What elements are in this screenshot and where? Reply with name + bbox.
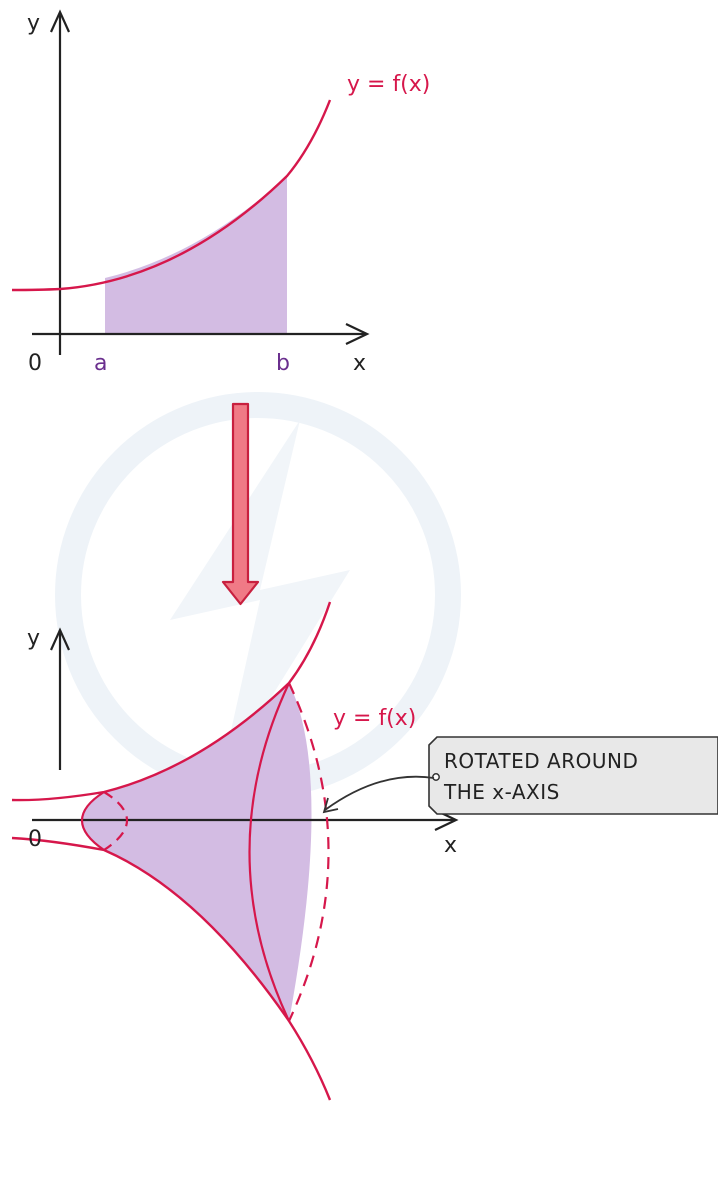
bottom-graph: y 0 x y = f(x) ROTATED AROUND THE x-AXIS xyxy=(11,601,718,1101)
callout-line-2: THE x-AXIS xyxy=(443,780,560,804)
solid-of-revolution-fill xyxy=(82,683,312,1021)
top-curve-label: y = f(x) xyxy=(347,72,430,97)
top-origin-label: 0 xyxy=(28,351,42,376)
rotation-callout: ROTATED AROUND THE x-AXIS xyxy=(322,736,718,815)
bottom-origin-label: 0 xyxy=(28,827,42,852)
callout-pointer-arrow xyxy=(324,775,435,811)
callout-pointer-arrowhead xyxy=(322,797,339,814)
top-y-arrowhead xyxy=(49,9,71,33)
callout-box xyxy=(428,736,718,815)
top-graph: y 0 x a b y = f(x) xyxy=(11,9,430,376)
top-curve xyxy=(11,99,332,292)
right-cross-section-back xyxy=(288,682,330,1022)
top-lower-bound-label: a xyxy=(94,351,107,376)
bottom-lower-curve xyxy=(11,836,332,1101)
top-y-label: y xyxy=(27,11,40,36)
top-x-arrowhead xyxy=(345,323,370,345)
bottom-upper-curve xyxy=(11,601,332,802)
callout-anchor-dot xyxy=(432,773,440,781)
bottom-y-label: y xyxy=(27,626,40,651)
down-arrow-icon xyxy=(221,402,260,606)
right-cross-section-front xyxy=(248,682,290,1022)
top-x-label: x xyxy=(353,351,366,376)
bottom-curve-label: y = f(x) xyxy=(333,706,416,731)
bottom-x-label: x xyxy=(444,833,457,858)
left-cross-section-front xyxy=(80,791,105,851)
callout-line-1: ROTATED AROUND xyxy=(444,749,638,773)
top-upper-bound-label: b xyxy=(276,351,290,376)
left-cross-section-back xyxy=(103,791,129,851)
bottom-y-arrowhead xyxy=(49,627,71,651)
